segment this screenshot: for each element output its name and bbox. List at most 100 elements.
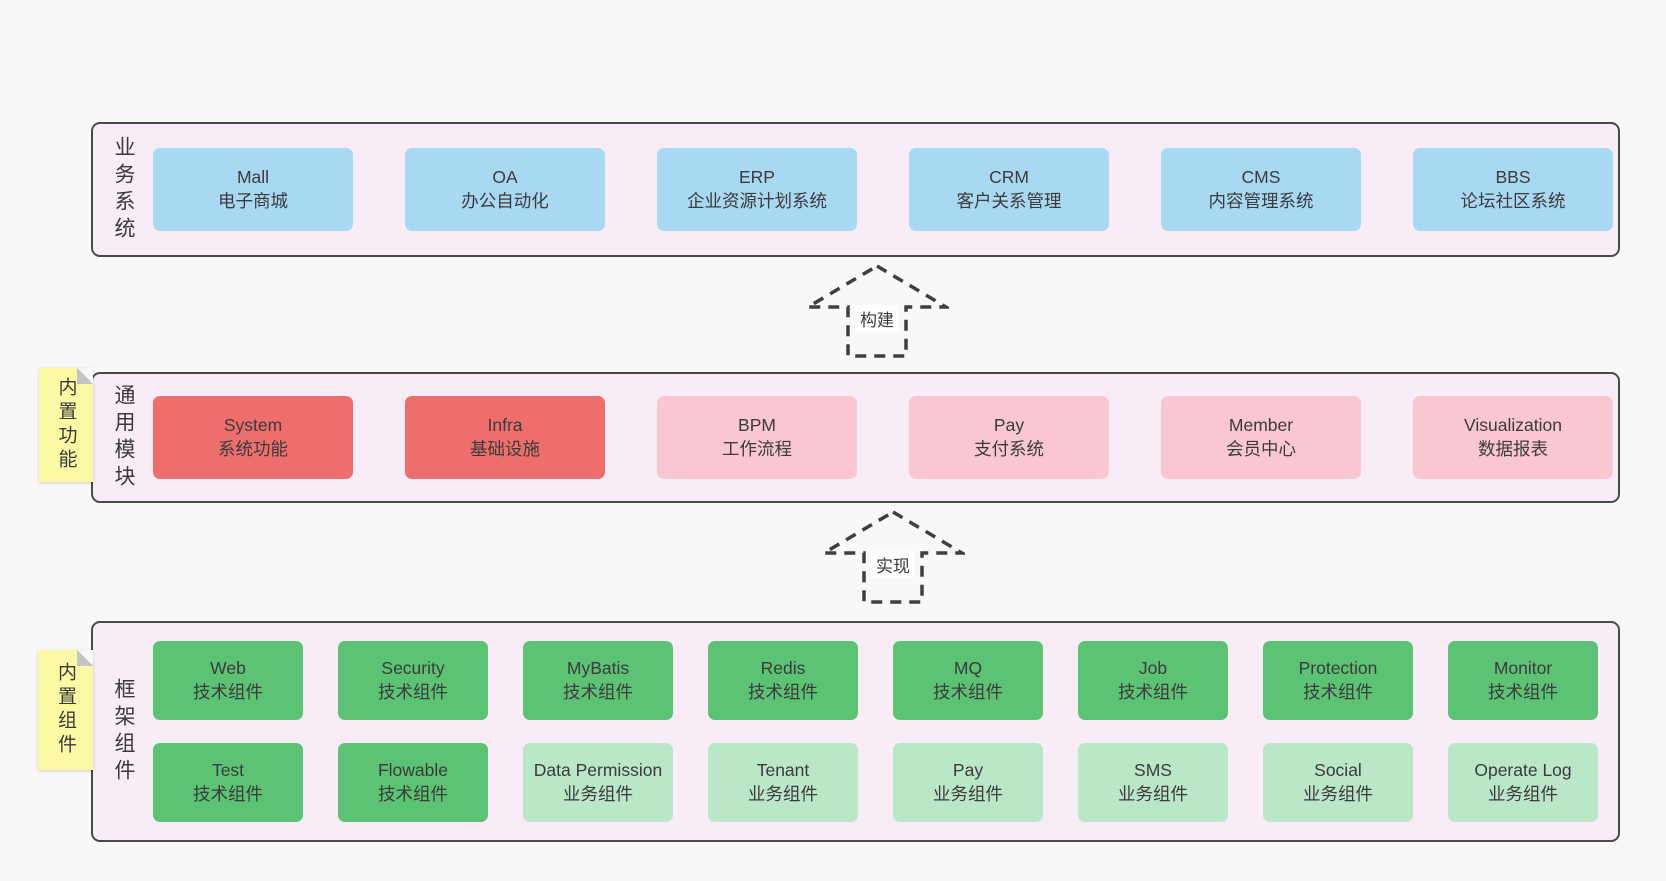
box-subtitle: 业务组件: [748, 783, 818, 804]
box-subtitle: 技术组件: [1488, 681, 1558, 702]
box-title: Monitor: [1493, 658, 1553, 679]
box-subtitle: 客户关系管理: [956, 190, 1062, 211]
box-title: Redis: [760, 658, 806, 679]
box-title: Web: [210, 658, 246, 679]
box-subtitle: 技术组件: [748, 681, 818, 702]
box-subtitle: 内容管理系统: [1208, 190, 1314, 211]
dashed-up-arrow-icon: [821, 509, 965, 604]
box-subtitle: 技术组件: [193, 681, 263, 702]
box-subtitle: 基础设施: [470, 438, 540, 459]
box-title: System: [223, 415, 283, 436]
box-title: ERP: [739, 167, 775, 188]
box-subtitle: 技术组件: [378, 783, 448, 804]
box-subtitle: 技术组件: [1118, 681, 1188, 702]
box-title: Operate Log: [1474, 760, 1572, 781]
box-subtitle: 技术组件: [933, 681, 1003, 702]
section-label-business: 业务系统: [112, 135, 135, 244]
arrow-implement: 实现: [821, 509, 965, 605]
box-title: CRM: [989, 167, 1029, 188]
box-title: Flowable: [377, 760, 449, 781]
section-label-modules: 通用模块: [112, 383, 135, 492]
box-title: Protection: [1298, 658, 1378, 679]
box-title: Pay: [993, 415, 1025, 436]
box-subtitle: 技术组件: [563, 681, 633, 702]
box-title: OA: [492, 167, 518, 188]
box-subtitle: 办公自动化: [461, 190, 549, 211]
box-title: Data Permission: [533, 760, 663, 781]
box-title: MyBatis: [566, 658, 630, 679]
box-subtitle: 业务组件: [1303, 783, 1373, 804]
box-title: Test: [211, 760, 245, 781]
box-title: Job: [1138, 658, 1168, 679]
box-subtitle: 业务组件: [1118, 783, 1188, 804]
box-subtitle: 企业资源计划系统: [687, 190, 827, 211]
box-subtitle: 工作流程: [722, 438, 792, 459]
dashed-up-arrow-icon: [805, 263, 949, 358]
box-subtitle: 电子商城: [218, 190, 288, 211]
box-subtitle: 业务组件: [933, 783, 1003, 804]
arrow-build: 构建: [805, 263, 949, 359]
arrow-build-label: 构建: [855, 305, 899, 332]
box-title: Tenant: [756, 760, 810, 781]
box-subtitle: 技术组件: [1303, 681, 1373, 702]
section-label-framework: 框架组件: [112, 677, 135, 786]
box-title: Member: [1228, 415, 1294, 436]
box-title: Visualization: [1464, 415, 1562, 436]
box-subtitle: 会员中心: [1226, 438, 1296, 459]
box-subtitle: 支付系统: [974, 438, 1044, 459]
box-title: Security: [381, 658, 445, 679]
arrow-implement-label: 实现: [871, 551, 915, 578]
box-title: Mall: [236, 167, 270, 188]
box-subtitle: 论坛社区系统: [1460, 190, 1566, 211]
sticky-note-built-in-components: 内置组件: [38, 650, 93, 770]
box-subtitle: 业务组件: [563, 783, 633, 804]
box-subtitle: 技术组件: [378, 681, 448, 702]
box-subtitle: 业务组件: [1488, 783, 1558, 804]
box-title: Pay: [952, 760, 984, 781]
box-title: SMS: [1134, 760, 1172, 781]
sticky-note-text: 内置组件: [55, 662, 76, 758]
box-title: Social: [1314, 760, 1362, 781]
box-title: BPM: [738, 415, 776, 436]
box-title: Infra: [487, 415, 523, 436]
box-subtitle: 技术组件: [193, 783, 263, 804]
box-subtitle: 数据报表: [1478, 438, 1548, 459]
